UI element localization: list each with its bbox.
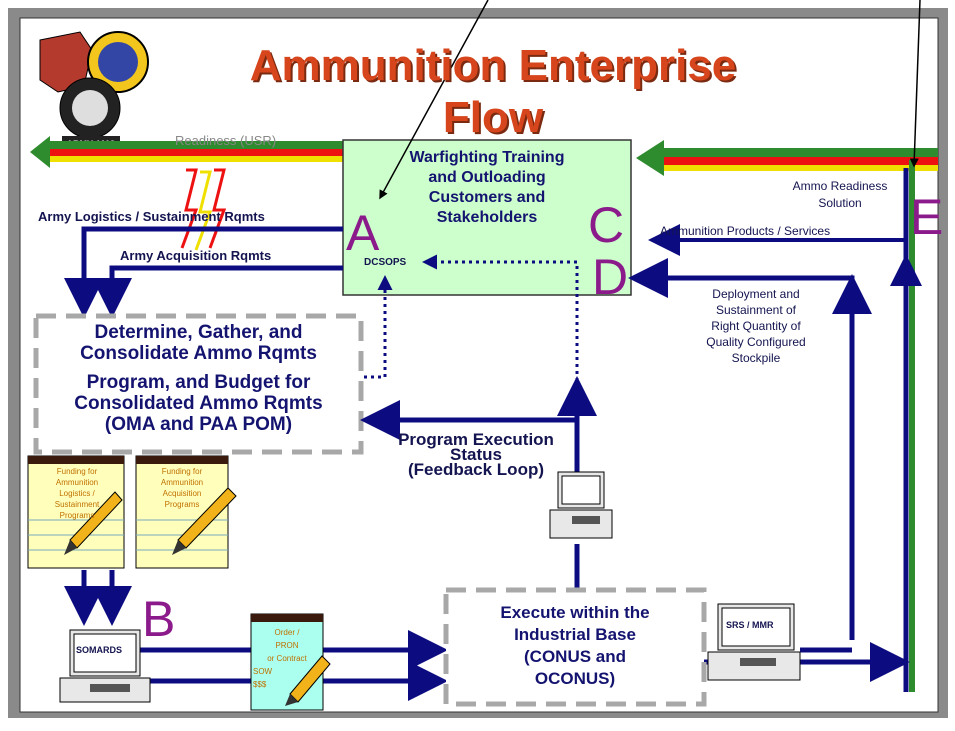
requirement-arrows [64, 226, 343, 318]
order-line-4: SOW [253, 667, 273, 676]
deploy-line-5: Stockpile [731, 351, 781, 365]
dotted-arrows [364, 254, 579, 388]
determine-line-2: Consolidate Ammo Rqmts [80, 343, 317, 364]
ammo-readiness-label: Ammo Readiness Solution [765, 178, 915, 212]
somards-computer-icon [59, 629, 151, 703]
title-line-2: Flow [442, 93, 544, 142]
title-line-1: Ammunition Enterprise [249, 41, 737, 90]
acquisition-rqmts-label: Army Acquisition Rqmts [120, 248, 272, 263]
feedback-line-2: Status [450, 445, 502, 464]
determine-line-5: (OMA and PAA POM) [104, 414, 293, 435]
execute-line-4: OCONUS) [534, 669, 616, 688]
order-line-1: Order / [274, 628, 300, 637]
funding1-line-3: Logistics / [59, 489, 95, 498]
srs-computer-icon [707, 603, 801, 681]
order-doc [250, 613, 331, 711]
funding1-line-2: Ammunition [55, 478, 99, 487]
funding2-line-4: Programs [164, 500, 200, 509]
funding2-line-1: Funding for [161, 467, 203, 476]
order-line-5: $$$ [253, 680, 267, 689]
funding-doc-logistics [27, 455, 125, 569]
customer-line-2: and Outloading [428, 169, 546, 186]
execute-line-3: (CONUS and [524, 647, 626, 666]
determine-line-4: Consolidated Ammo Rqmts [74, 393, 323, 414]
marker-c: C [588, 197, 625, 253]
lightning-bolts [180, 168, 227, 251]
funding1-line-1: Funding for [56, 467, 98, 476]
marker-d: D [592, 249, 629, 305]
deploy-line-2: Sustainment of [715, 303, 797, 317]
marker-e: E [910, 189, 944, 245]
somards-label: SOMARDS [76, 645, 123, 655]
funding2-line-3: Acquisition [162, 489, 202, 498]
funding-doc-acquisition [135, 455, 237, 569]
funding1-line-4: Sustainment [54, 500, 100, 509]
order-doc-text: Order / PRON or Contract SOW $$$ [253, 626, 321, 691]
feedback-line-1: Program Execution [398, 430, 554, 449]
deploy-line-1: Deployment and [712, 287, 800, 301]
determine-box [33, 313, 364, 455]
logistics-rqmts-label: Army Logistics / Sustainment Rqmts [38, 209, 265, 224]
funding1-line-5: Programs [59, 511, 95, 520]
determine-box-text: Determine, Gather, and Consolidate Ammo … [36, 322, 361, 435]
execute-line-2: Industrial Base [514, 625, 636, 644]
marker-b: B [142, 591, 176, 647]
customer-line-3: Customers and [428, 189, 546, 206]
determine-line-1: Determine, Gather, and [94, 322, 303, 343]
deploy-line-3: Right Quantity of [711, 319, 801, 333]
funding-doc-2-text: Funding for Ammunition Acquisition Progr… [136, 466, 228, 510]
funding-arrows [64, 570, 132, 626]
ammo-readiness-line-2: Solution [818, 196, 862, 210]
determine-line-3: Program, and Budget for [86, 372, 311, 393]
feedback-computer-icon [549, 471, 613, 539]
deployment-label: Deployment and Sustainment of Right Quan… [676, 286, 836, 366]
order-line-2: PRON [275, 641, 299, 650]
readiness-band-left [30, 136, 343, 168]
customer-box-text: Warfighting Training and Outloading Cust… [343, 148, 631, 228]
funding2-line-2: Ammunition [160, 478, 204, 487]
marker-a: A [346, 205, 380, 261]
ammo-readiness-line-1: Ammo Readiness [792, 179, 888, 193]
order-line-3: or Contract [267, 654, 307, 663]
funding-doc-1-text: Funding for Ammunition Logistics / Susta… [30, 466, 124, 521]
army-logo [39, 31, 149, 150]
dcsops-label: DCSOPS [364, 257, 407, 268]
callout-arrow-e [909, 0, 921, 168]
customer-line-1: Warfighting Training [409, 149, 565, 166]
readiness-label: Readiness (USR) [175, 133, 277, 148]
customer-line-4: Stakeholders [436, 209, 538, 226]
deploy-line-4: Quality Configured [706, 335, 806, 349]
readiness-band-right [636, 140, 938, 176]
callout-arrow-a [379, 0, 489, 200]
feedback-label: Program Execution Status (Feedback Loop) [386, 430, 566, 479]
customer-box [342, 139, 632, 296]
execute-box [443, 587, 707, 707]
feedback-line-3: (Feedback Loop) [407, 460, 544, 479]
execute-box-text: Execute within the Industrial Base (CONU… [446, 602, 704, 690]
srs-mmr-label: SRS / MMR [726, 620, 774, 630]
products-label: Ammunition Products / Services [660, 224, 831, 238]
execute-line-1: Execute within the [500, 603, 650, 622]
